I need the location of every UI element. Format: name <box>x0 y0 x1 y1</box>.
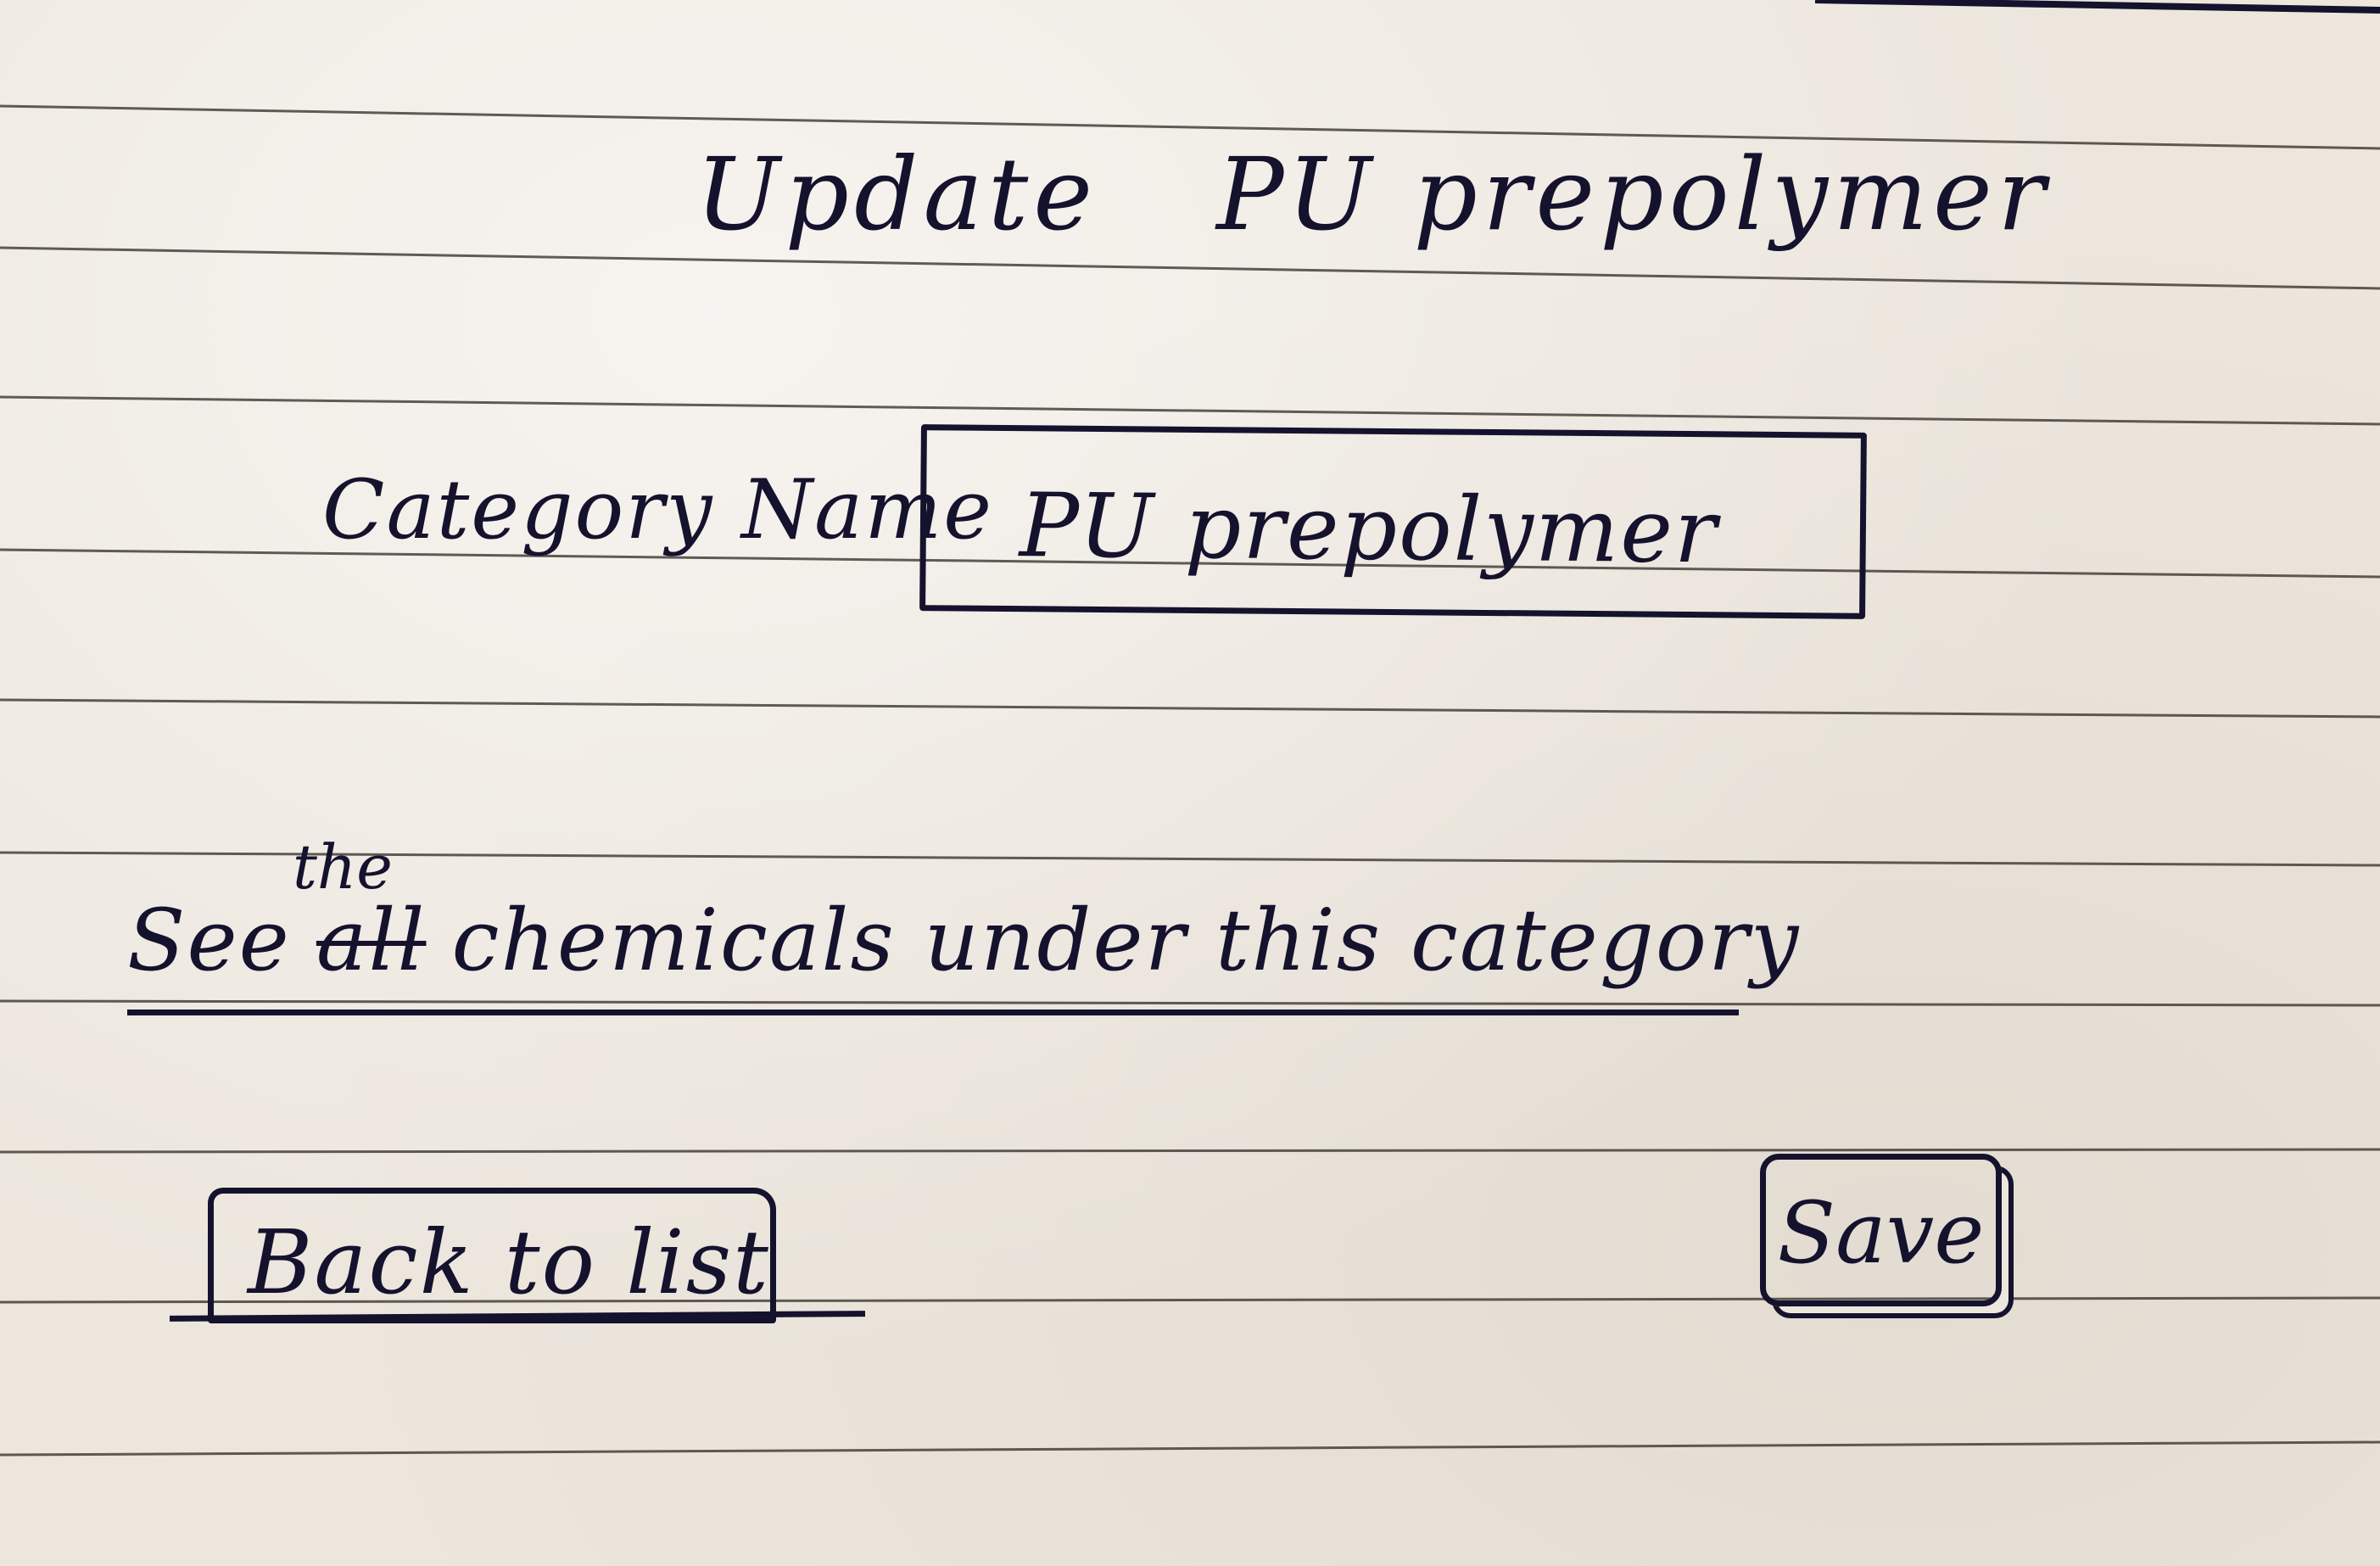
category-name-input[interactable]: PU prepolymer <box>919 424 1867 619</box>
ruled-line <box>0 1148 2380 1154</box>
see-chemicals-link-label: chemicals under this category <box>451 891 1801 990</box>
ruled-line <box>0 1440 2380 1457</box>
category-name-label: Category Name <box>322 462 994 557</box>
ruled-line <box>0 851 2380 867</box>
ruled-line <box>0 246 2380 290</box>
back-to-list-label: Back to list <box>248 1211 770 1314</box>
category-name-value: PU prepolymer <box>1019 473 1719 584</box>
page-title-subject: PU prepolymer <box>1216 136 2051 253</box>
save-button-label: Save <box>1777 1183 1985 1283</box>
ruled-line <box>0 104 2380 150</box>
see-chemicals-link-lead: See <box>127 891 291 990</box>
ruled-line <box>0 999 2380 1007</box>
page-title: Update PU prepolymer <box>696 136 2050 253</box>
ruled-line <box>0 395 2380 426</box>
inserted-word: the <box>293 831 393 903</box>
struck-word: all <box>316 891 427 990</box>
ruled-line <box>0 698 2380 719</box>
ruled-line <box>0 548 2380 579</box>
page-title-action: Update <box>696 136 1098 253</box>
save-button[interactable]: Save <box>1760 1154 2002 1306</box>
back-to-list-button[interactable]: Back to list <box>208 1188 776 1323</box>
